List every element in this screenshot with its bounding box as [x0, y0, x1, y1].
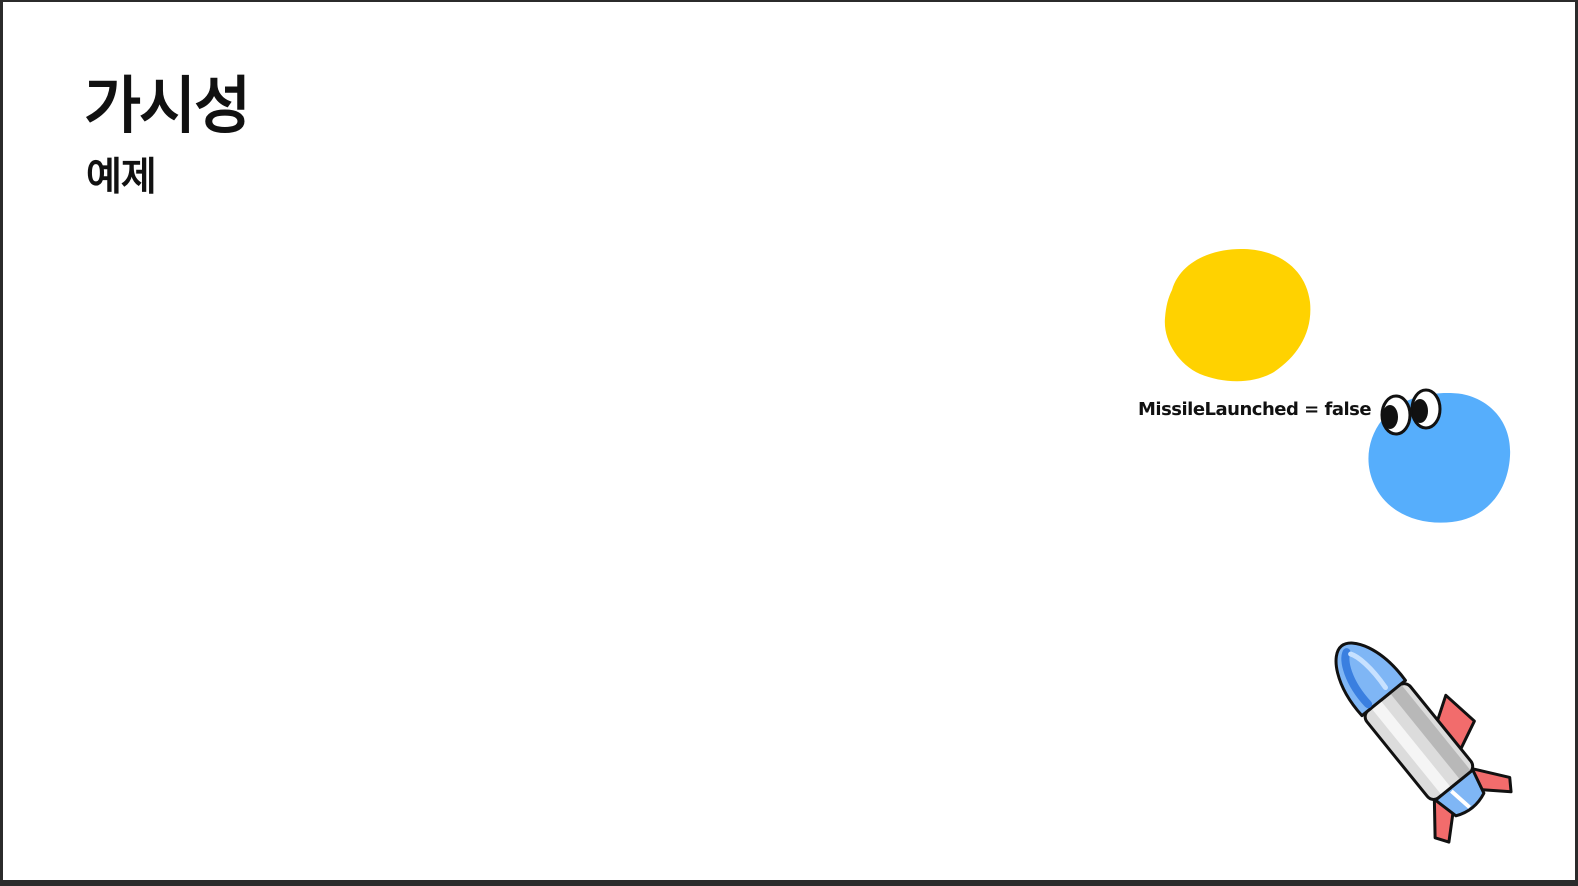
missile-icon [1334, 641, 1513, 844]
yellow-circle-icon [1164, 248, 1311, 382]
eyes-icon [1380, 388, 1442, 436]
missile-launched-state-label: MissileLaunched = false [1138, 399, 1372, 420]
slide-border-top [0, 0, 1578, 2]
slide-border-left [0, 0, 3, 886]
slide-subtitle: 예제 [86, 155, 157, 200]
slide-border-bottom [0, 880, 1578, 886]
blue-character-with-eyes-icon [1368, 388, 1511, 523]
slide-title: 가시성 [84, 69, 251, 142]
slide-border-right [1575, 0, 1578, 886]
